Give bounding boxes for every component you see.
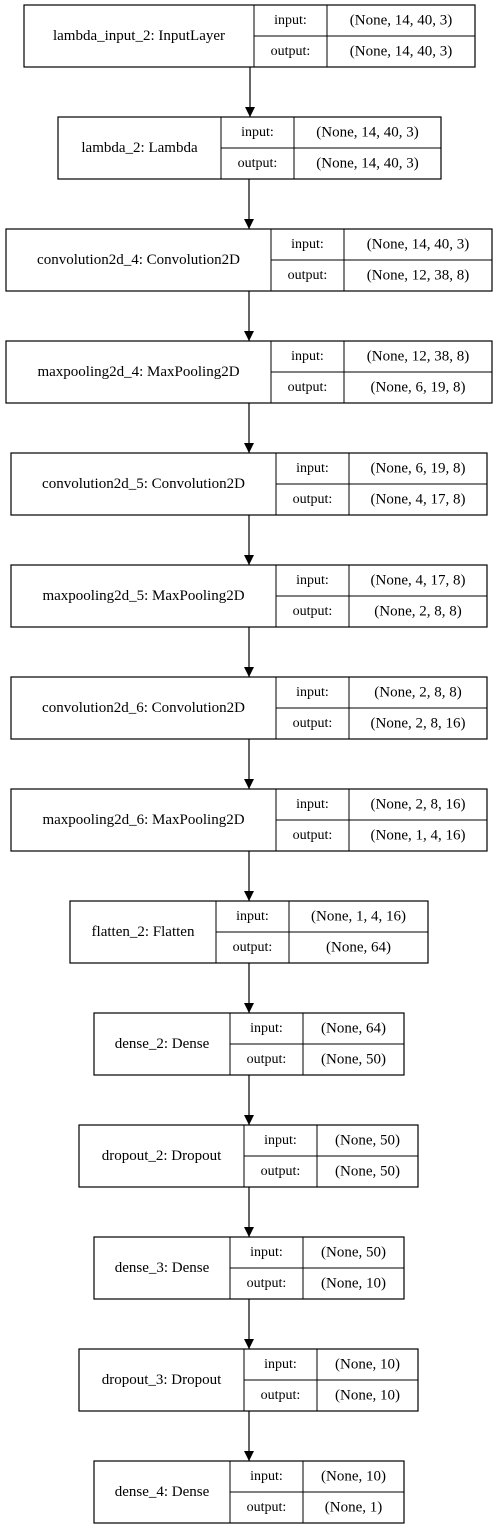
layer-9-input-shape: (None, 64) [321, 1021, 386, 1037]
layer-8-output-shape: (None, 64) [326, 940, 391, 956]
layer-13-output-shape: (None, 1) [325, 1500, 382, 1516]
layer-2-input-label: input: [291, 237, 324, 252]
layer-2-output-shape: (None, 12, 38, 8) [367, 268, 469, 284]
layer-1-name: lambda_2: Lambda [81, 140, 198, 156]
layer-4-input-label: input: [296, 461, 329, 476]
layer-9-input-label: input: [250, 1021, 283, 1036]
layer-0-output-shape: (None, 14, 40, 3) [350, 44, 452, 60]
layer-6-output-shape: (None, 2, 8, 16) [371, 716, 466, 732]
layer-4-output-shape: (None, 4, 17, 8) [371, 492, 466, 508]
layer-6-input-label: input: [296, 685, 329, 700]
layer-0-output-label: output: [271, 44, 311, 59]
layer-3-input-label: input: [291, 349, 324, 364]
layer-4-name: convolution2d_5: Convolution2D [42, 476, 245, 492]
layer-13-input-label: input: [250, 1469, 283, 1484]
layer-3-output-shape: (None, 6, 19, 8) [371, 380, 466, 396]
layer-9-name: dense_2: Dense [115, 1036, 210, 1052]
layer-10-input-label: input: [264, 1133, 297, 1148]
layer-8-input-label: input: [236, 909, 269, 924]
layer-12-output-label: output: [261, 1388, 301, 1403]
layer-7-output-shape: (None, 1, 4, 16) [371, 828, 466, 844]
layer-12-input-shape: (None, 10) [335, 1357, 400, 1373]
layer-9-output-label: output: [247, 1052, 287, 1067]
layer-6-input-shape: (None, 2, 8, 8) [374, 685, 461, 701]
layer-12-output-shape: (None, 10) [335, 1388, 400, 1404]
layer-11-name: dense_3: Dense [115, 1260, 210, 1276]
layer-3-name: maxpooling2d_4: MaxPooling2D [37, 364, 239, 380]
layer-6-name: convolution2d_6: Convolution2D [42, 700, 245, 716]
layer-5-input-shape: (None, 4, 17, 8) [371, 573, 466, 589]
layer-10-output-label: output: [261, 1164, 301, 1179]
layer-0-input-label: input: [274, 13, 307, 28]
layer-1-input-shape: (None, 14, 40, 3) [316, 125, 418, 141]
layer-7-input-shape: (None, 2, 8, 16) [371, 797, 466, 813]
layer-1-input-label: input: [241, 125, 274, 140]
layer-9-output-shape: (None, 50) [321, 1052, 386, 1068]
layer-1-output-shape: (None, 14, 40, 3) [316, 156, 418, 172]
layer-2-name: convolution2d_4: Convolution2D [37, 252, 240, 268]
layer-5-output-label: output: [293, 604, 333, 619]
layer-10-input-shape: (None, 50) [335, 1133, 400, 1149]
layer-0-name: lambda_input_2: InputLayer [53, 28, 225, 44]
layer-5-output-shape: (None, 2, 8, 8) [374, 604, 461, 620]
layer-10-name: dropout_2: Dropout [102, 1148, 222, 1164]
layer-7-name: maxpooling2d_6: MaxPooling2D [42, 812, 244, 828]
layer-13-output-label: output: [247, 1500, 287, 1515]
layer-5-input-label: input: [296, 573, 329, 588]
layer-7-output-label: output: [293, 828, 333, 843]
layer-11-input-shape: (None, 50) [321, 1245, 386, 1261]
layer-12-input-label: input: [264, 1357, 297, 1372]
layer-6-output-label: output: [293, 716, 333, 731]
layer-13-input-shape: (None, 10) [321, 1469, 386, 1485]
layer-2-input-shape: (None, 14, 40, 3) [367, 237, 469, 253]
layer-8-input-shape: (None, 1, 4, 16) [311, 909, 406, 925]
layer-4-input-shape: (None, 6, 19, 8) [371, 461, 466, 477]
layer-8-name: flatten_2: Flatten [92, 924, 195, 940]
layer-11-output-shape: (None, 10) [321, 1276, 386, 1292]
layer-0-input-shape: (None, 14, 40, 3) [350, 13, 452, 29]
layer-12-name: dropout_3: Dropout [102, 1372, 222, 1388]
layer-3-output-label: output: [288, 380, 328, 395]
layer-4-output-label: output: [293, 492, 333, 507]
layer-10-output-shape: (None, 50) [335, 1164, 400, 1180]
layer-3-input-shape: (None, 12, 38, 8) [367, 349, 469, 365]
layer-11-input-label: input: [250, 1245, 283, 1260]
layer-1-output-label: output: [238, 156, 278, 171]
layer-2-output-label: output: [288, 268, 328, 283]
layer-11-output-label: output: [247, 1276, 287, 1291]
layer-7-input-label: input: [296, 797, 329, 812]
layer-13-name: dense_4: Dense [115, 1484, 210, 1500]
layer-8-output-label: output: [233, 940, 273, 955]
layer-5-name: maxpooling2d_5: MaxPooling2D [42, 588, 244, 604]
